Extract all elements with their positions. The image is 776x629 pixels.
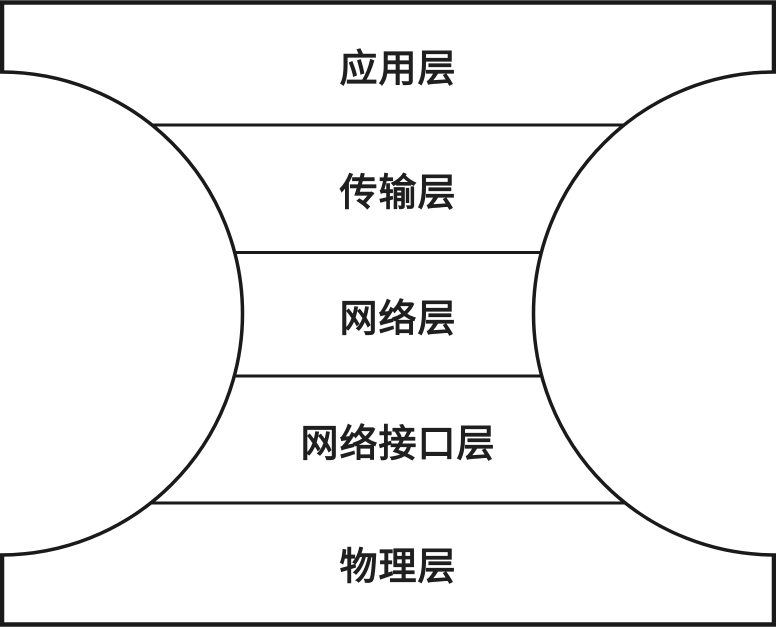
layer-label-physical: 物理层 — [339, 543, 457, 589]
layer-label-network-interface: 网络接口层 — [300, 420, 496, 466]
layer-label-network: 网络层 — [339, 295, 457, 341]
layer-label-transport: 传输层 — [339, 169, 457, 215]
left-waist-arc — [0, 70, 245, 557]
layer-label-application: 应用层 — [339, 45, 457, 91]
right-waist-arc — [531, 70, 776, 557]
